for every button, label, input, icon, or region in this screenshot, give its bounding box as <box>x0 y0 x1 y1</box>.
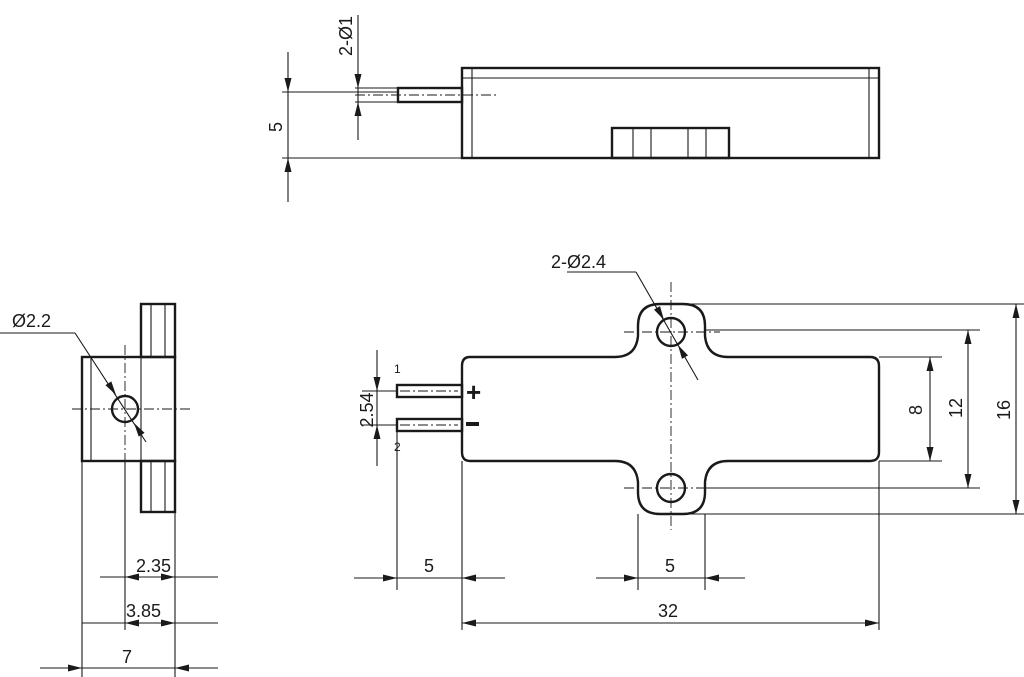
top-view: 5 2-Ø1 <box>266 15 881 202</box>
height-label: 8 <box>906 405 926 415</box>
side-dim-2-label: 3.85 <box>126 601 161 621</box>
overall-height-label: 16 <box>994 400 1014 420</box>
top-tabs <box>610 126 731 160</box>
pin-pitch-label: 2.54 <box>357 392 377 427</box>
hole-spacing-label: 5 <box>665 556 675 576</box>
top-height-label: 5 <box>266 122 286 132</box>
side-dim-1-label: 2.35 <box>136 556 171 576</box>
polarity-plus: + <box>466 377 481 407</box>
front-body <box>460 302 881 516</box>
top-pin-dia-label: 2-Ø1 <box>336 16 356 56</box>
length-label: 32 <box>658 601 678 621</box>
pin-length-label: 5 <box>424 556 434 576</box>
polarity-minus <box>466 422 479 426</box>
side-flange-bottom <box>139 459 177 514</box>
side-dim-3-label: 7 <box>122 647 132 667</box>
side-view: Ø2.2 2.35 3.85 7 <box>0 302 218 677</box>
pin-1-label: 1 <box>394 362 401 376</box>
top-body <box>460 66 881 160</box>
side-hole-dia-label: Ø2.2 <box>12 311 51 331</box>
hole-pitch-label: 12 <box>946 398 966 418</box>
side-flange-top <box>139 302 177 359</box>
front-view: + 1 2 2.54 2-Ø2.4 5 5 32 <box>354 252 1024 630</box>
front-hole-dia-label: 2-Ø2.4 <box>551 252 606 272</box>
